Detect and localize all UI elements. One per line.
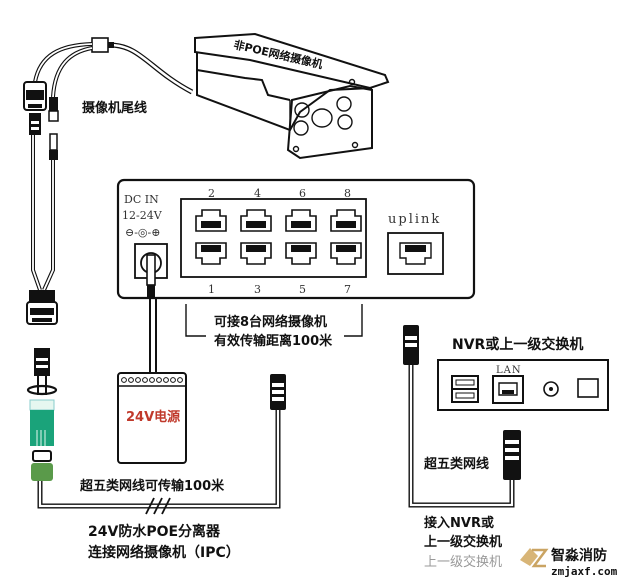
terminal-screw bbox=[156, 377, 162, 383]
port-contact bbox=[246, 245, 266, 252]
port-number: 4 bbox=[254, 187, 261, 200]
power-supply: 24V电源 bbox=[117, 297, 187, 464]
watermark-url: zmjaxf.com bbox=[551, 565, 618, 578]
terminal-screw bbox=[142, 377, 148, 383]
port-contact bbox=[291, 221, 311, 228]
terminal-screw bbox=[121, 377, 127, 383]
port-number: 8 bbox=[344, 187, 351, 200]
poe-switch: DC IN 12-24V ⊖-◎-⊕ 2 4 6 8 1 3 5 7 uplin… bbox=[116, 178, 476, 349]
polarity-label: ⊖-◎-⊕ bbox=[125, 226, 160, 239]
terminal-screw bbox=[149, 377, 155, 383]
watermark-logo-icon bbox=[520, 548, 538, 566]
uplink-port bbox=[387, 232, 444, 275]
port-contact bbox=[201, 245, 221, 252]
nvr-title: NVR或上一级交换机 bbox=[452, 336, 583, 353]
terminal-screw bbox=[177, 377, 183, 383]
port-number: 7 bbox=[344, 283, 351, 296]
port-number: 5 bbox=[299, 283, 306, 296]
port-number: 3 bbox=[254, 283, 261, 296]
port-contact bbox=[336, 245, 356, 252]
lan-label: LAN bbox=[496, 365, 522, 376]
uplink-label: uplink bbox=[388, 212, 441, 227]
cat5e-100m-label: 超五类网线可传输100米 bbox=[80, 478, 225, 494]
terminal-screw bbox=[135, 377, 141, 383]
lan-port bbox=[492, 375, 524, 404]
splitter-caption-2: 连接网络摄像机（IPC） bbox=[88, 544, 240, 561]
port-contact bbox=[336, 221, 356, 228]
port-number: 2 bbox=[208, 187, 215, 200]
port-number: 6 bbox=[299, 187, 306, 200]
cat5e-label: 超五类网线 bbox=[424, 456, 489, 472]
camera-illustration: 非POE网络摄像机 bbox=[194, 32, 390, 160]
switch-port-grid bbox=[195, 209, 362, 265]
dc-in-label: DC IN bbox=[124, 193, 159, 206]
nvr-connect-2: 上一级交换机 bbox=[424, 534, 502, 550]
power-supply-label: 24V电源 bbox=[126, 409, 180, 425]
splitter-caption-1: 24V防水POE分离器 bbox=[88, 523, 221, 540]
port-number: 1 bbox=[208, 283, 215, 296]
nvr-faded-label: 上一级交换机 bbox=[424, 554, 502, 570]
terminal-screw bbox=[128, 377, 134, 383]
watermark: 智淼消防 zmjaxf.com bbox=[520, 547, 618, 578]
nvr-button bbox=[577, 378, 599, 398]
port-contact bbox=[201, 221, 221, 228]
camera-tail-cable: 摄像机尾线 bbox=[23, 37, 194, 291]
voltage-label: 12-24V bbox=[122, 209, 163, 222]
terminal-screw bbox=[170, 377, 176, 383]
watermark-name: 智淼消防 bbox=[550, 547, 607, 564]
port-contact bbox=[246, 221, 266, 228]
nvr-device: NVR或上一级交换机 LAN 超五类网线 接入NVR或 上一级交换机 上一级交换… bbox=[403, 325, 609, 570]
switch-caption-2: 有效传输距离100米 bbox=[214, 333, 333, 349]
nvr-connect-1: 接入NVR或 bbox=[424, 515, 494, 531]
port-contact bbox=[291, 245, 311, 252]
terminal-row bbox=[121, 377, 183, 383]
tail-cable-label: 摄像机尾线 bbox=[82, 100, 147, 116]
terminal-screw bbox=[163, 377, 169, 383]
switch-caption-1: 可接8台网络摄像机 bbox=[214, 314, 327, 330]
poe-splitter: 超五类网线可传输100米 24V防水POE分离器 连接网络摄像机（IPC） bbox=[26, 290, 286, 561]
